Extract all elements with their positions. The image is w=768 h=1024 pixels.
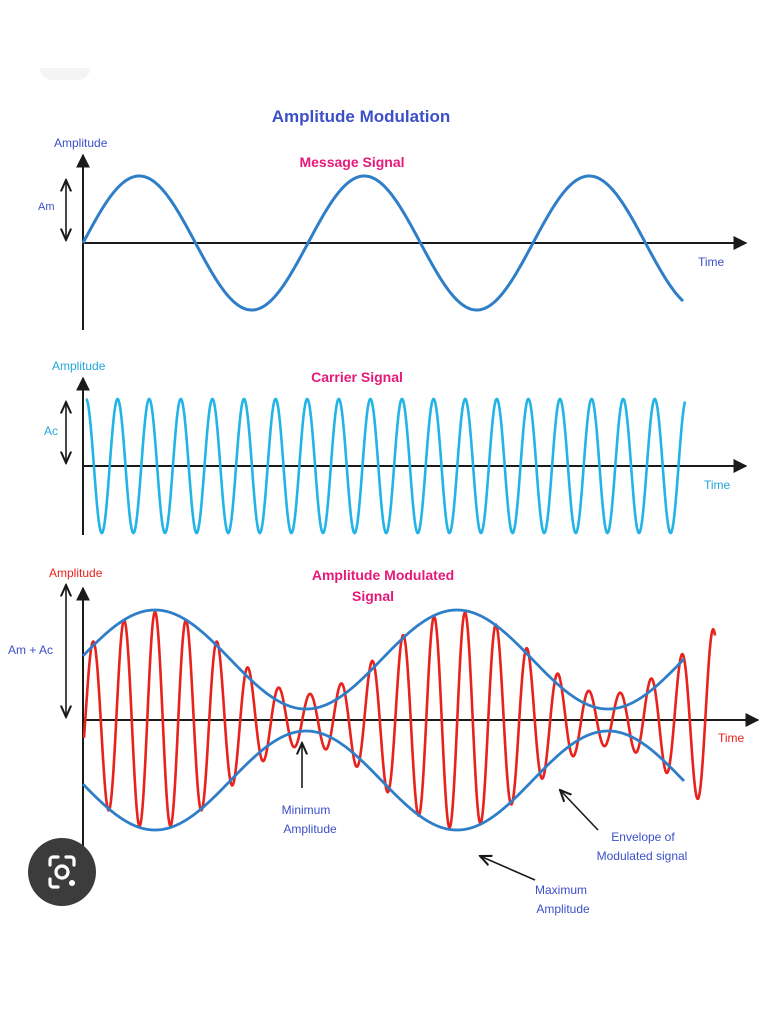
minimum-amplitude-label-2: Amplitude	[283, 822, 337, 836]
message-amplitude-label: Am	[38, 201, 55, 213]
maximum-amplitude-label-1: Maximum	[535, 883, 587, 897]
envelope-arrow	[560, 790, 599, 831]
carrier-heading: Carrier Signal	[311, 369, 403, 385]
minimum-amplitude-label-1: Minimum	[282, 803, 331, 817]
top-corner-shadow	[40, 68, 90, 80]
maximum-amplitude-label-2: Amplitude	[536, 902, 590, 916]
carrier-wave	[85, 397, 687, 535]
modulated-panel: Amplitude Modulated Signal Amplitude Tim…	[8, 566, 760, 916]
message-x-axis-label: Time	[698, 255, 725, 269]
diagram-title: Amplitude Modulation	[272, 107, 450, 126]
modulated-heading-line1: Amplitude Modulated	[312, 567, 454, 583]
maximum-amplitude-arrow	[480, 856, 536, 881]
modulated-y-axis-label: Amplitude	[49, 566, 103, 580]
lower-envelope	[81, 729, 685, 832]
modulated-amplitude-label: Am + Ac	[8, 643, 53, 657]
modulated-x-axis-label: Time	[718, 731, 745, 745]
message-panel: Message Signal Amplitude Time Am	[38, 136, 748, 330]
camera-lens-icon	[48, 855, 76, 889]
carrier-panel: Carrier Signal Amplitude Time Ac	[44, 359, 748, 535]
carrier-x-axis-label: Time	[704, 478, 731, 492]
carrier-amplitude-label: Ac	[44, 424, 58, 438]
envelope-label-2: Modulated signal	[597, 849, 688, 863]
envelope-label-1: Envelope of	[611, 830, 675, 844]
message-heading: Message Signal	[299, 154, 404, 170]
message-wave	[81, 174, 685, 312]
upper-envelope	[81, 608, 685, 711]
modulated-heading-line2: Signal	[352, 588, 394, 604]
carrier-y-axis-label: Amplitude	[52, 359, 106, 373]
lens-search-button[interactable]	[28, 838, 96, 906]
message-y-axis-label: Amplitude	[54, 136, 108, 150]
